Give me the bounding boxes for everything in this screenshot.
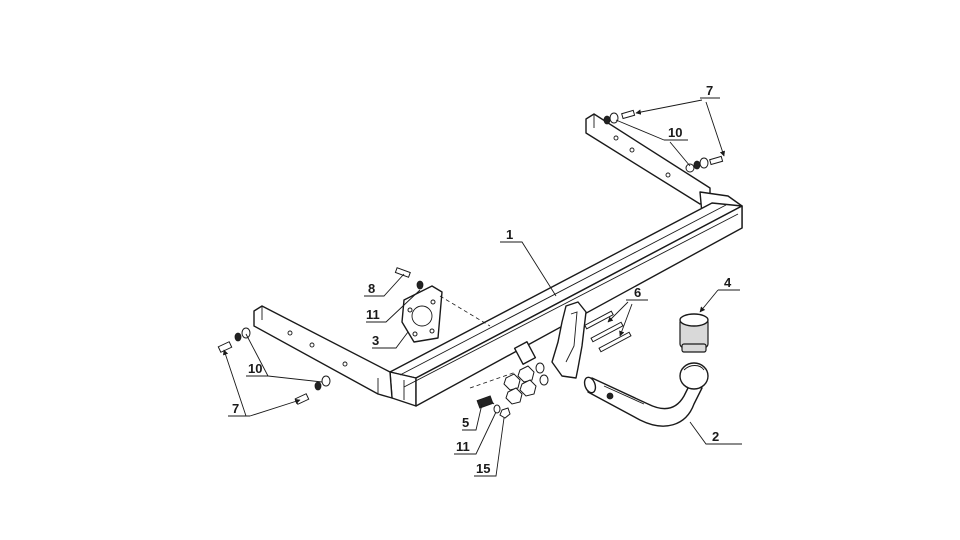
callout-10-left: 10: [248, 361, 262, 376]
callout-6: 6: [634, 285, 641, 300]
ball-holder-bracket: [513, 301, 587, 379]
callout-11-lower: 11: [456, 439, 470, 454]
callout-7-top: 7: [706, 83, 713, 98]
left-side-bracket: [253, 305, 393, 399]
callout-1: 1: [506, 227, 513, 242]
callout-10-top: 10: [668, 125, 682, 140]
callout-5: 5: [462, 415, 469, 430]
callout-3: 3: [372, 333, 379, 348]
socket-plate: [401, 285, 491, 343]
callout-labels: 1 2 3 4 5 6 7 7 8 10 10 11 11 15: [232, 83, 732, 476]
callout-11-upper: 11: [366, 307, 380, 322]
ball-cover: [679, 313, 709, 353]
callout-leaders: [222, 97, 742, 477]
ball-neck: [583, 362, 709, 427]
callout-4: 4: [724, 275, 732, 290]
callout-7-left: 7: [232, 401, 239, 416]
hardware-bolts-nuts: [217, 109, 724, 419]
callout-15: 15: [476, 461, 490, 476]
callout-2: 2: [712, 429, 719, 444]
callout-8: 8: [368, 281, 375, 296]
